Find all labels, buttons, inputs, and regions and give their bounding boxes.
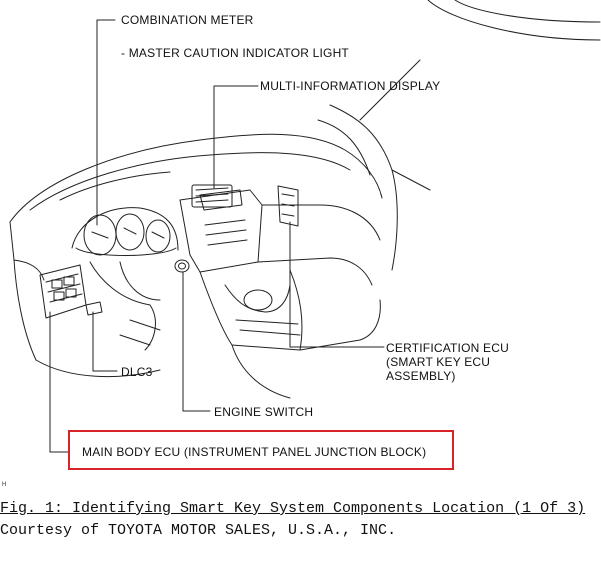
courtesy-line: Courtesy of TOYOTA MOTOR SALES, U.S.A., … — [0, 522, 397, 539]
label-multi-info-display: MULTI-INFORMATION DISPLAY — [260, 79, 441, 93]
center-console — [199, 269, 303, 351]
label-certification-ecu-line-3: ASSEMBLY) — [386, 369, 456, 383]
leader-multi-info-display — [213, 85, 259, 189]
dashboard-outline — [9, 133, 383, 223]
leader-certification-ecu — [289, 221, 385, 348]
label-combination-meter: COMBINATION METER — [121, 13, 254, 27]
label-certification-ecu-line-1: CERTIFICATION ECU — [386, 341, 509, 355]
label-certification-ecu: CERTIFICATION ECU (SMART KEY ECU ASSEMBL… — [386, 341, 509, 383]
leader-combination-meter — [96, 19, 116, 226]
label-master-caution: - MASTER CAUTION INDICATOR LIGHT — [121, 46, 349, 60]
cluster-hood — [71, 207, 179, 251]
leader-main-body-ecu — [49, 311, 69, 453]
label-engine-switch: ENGINE SWITCH — [214, 405, 314, 419]
page-mark: H — [2, 482, 7, 488]
gauge-right — [145, 219, 171, 253]
leader-engine-switch — [182, 271, 211, 412]
main-body-ecu-highlight-box — [68, 430, 454, 470]
label-main-body-ecu: MAIN BODY ECU (INSTRUMENT PANEL JUNCTION… — [82, 445, 427, 459]
engine-switch-knob — [174, 259, 190, 273]
gauge-center — [115, 213, 145, 251]
label-dlc3: DLC3 — [121, 365, 153, 379]
certification-ecu-unit — [277, 185, 299, 227]
leader-dlc3 — [92, 311, 118, 372]
figure-caption: Fig. 1: Identifying Smart Key System Com… — [0, 500, 586, 517]
windshield-outline — [427, 0, 601, 41]
label-certification-ecu-line-2: (SMART KEY ECU — [386, 355, 491, 369]
dlc3-connector — [85, 301, 103, 316]
multi-info-display-unit — [191, 184, 233, 208]
